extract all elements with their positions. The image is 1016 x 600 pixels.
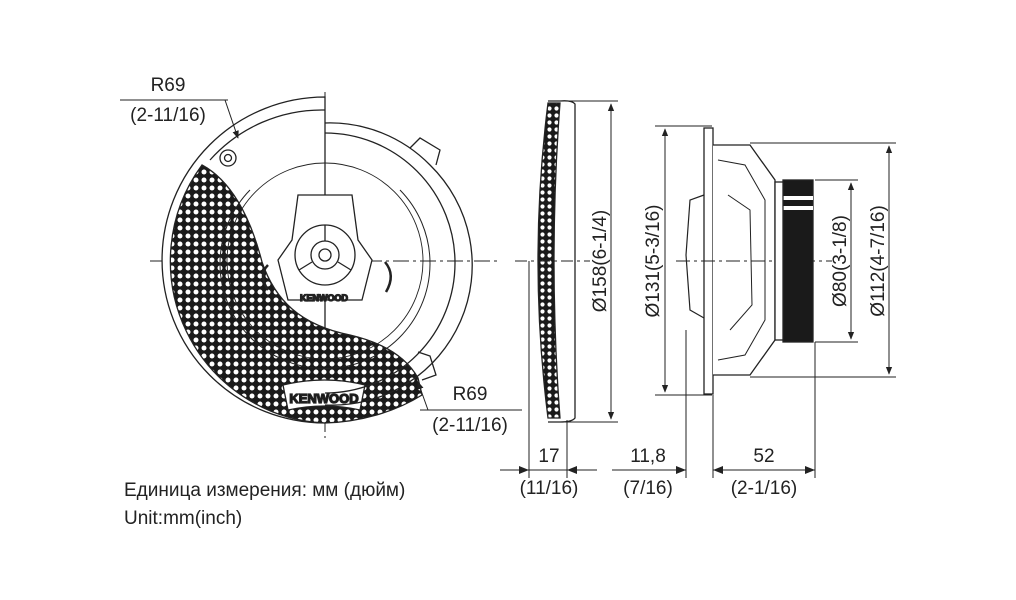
grille-inner-rim <box>209 109 326 161</box>
grille-logo-text: KENWOOD <box>289 391 358 406</box>
terminal-bottom <box>417 351 437 381</box>
grille-logo-plate <box>282 379 366 411</box>
basket-outline <box>713 144 776 376</box>
basket-window <box>727 194 753 331</box>
outer-diameter-label: Ø158(6-1/4) <box>590 210 611 312</box>
crossover-arc-right <box>384 261 392 293</box>
grille-depth-arrow-right <box>567 466 577 474</box>
front-protrusion <box>685 194 705 319</box>
radius-bottom-leader <box>417 381 429 411</box>
magnet-plate <box>774 181 784 341</box>
flange-depth-value: 11,8 <box>630 446 666 467</box>
radius-top-leader <box>224 99 239 139</box>
flange-depth-arrow <box>676 466 686 474</box>
tweeter-center <box>318 248 332 262</box>
basket-diameter-label: Ø112(4-7/16) <box>868 205 889 317</box>
radius-top-value: R69 <box>151 75 186 96</box>
radius-top-inch: (2-11/16) <box>130 105 206 126</box>
crossover-arc-left <box>261 264 270 291</box>
cone-ring <box>226 162 424 360</box>
radius-bottom-inch: (2-11/16) <box>432 415 508 436</box>
mount-depth-arrow-left <box>713 466 723 474</box>
grille-side-view <box>500 100 618 478</box>
mount-hole-top-inner <box>223 153 233 163</box>
radius-bottom-value: R69 <box>453 384 488 405</box>
tweeter-spokes <box>298 225 352 271</box>
terminal-top <box>409 137 441 166</box>
speaker-side-view <box>612 125 896 478</box>
basket-frame <box>717 159 766 361</box>
grille-depth-arrow-left <box>519 466 529 474</box>
units-english: Unit:mm(inch) <box>124 508 242 529</box>
cutout-diameter-label: Ø131(5-3/16) <box>643 204 664 317</box>
tweeter-logo-text: KENWOOD <box>300 293 348 303</box>
flange-depth-inch: (7/16) <box>623 478 673 499</box>
mount-depth-inch: (2-1/16) <box>731 478 798 499</box>
magnet <box>782 179 814 343</box>
mount-depth-arrow-right <box>805 466 815 474</box>
grille-depth-inch: (11/16) <box>520 478 579 499</box>
magnet-diameter-label: Ø80(3-1/8) <box>830 215 851 307</box>
speaker-inner-rim <box>324 132 456 394</box>
front-view: KENWOOD KENWOOD <box>120 92 522 438</box>
units-russian: Единица измерения: мм (дюйм) <box>124 480 405 501</box>
magnet-band-1 <box>783 196 813 200</box>
speaker-outer-rim <box>324 122 473 406</box>
mount-hole-top <box>219 149 237 167</box>
magnet-band-2 <box>783 206 813 210</box>
mount-depth-value: 52 <box>753 446 774 467</box>
grille-depth-value: 17 <box>538 446 559 467</box>
cone-edge <box>219 189 431 369</box>
